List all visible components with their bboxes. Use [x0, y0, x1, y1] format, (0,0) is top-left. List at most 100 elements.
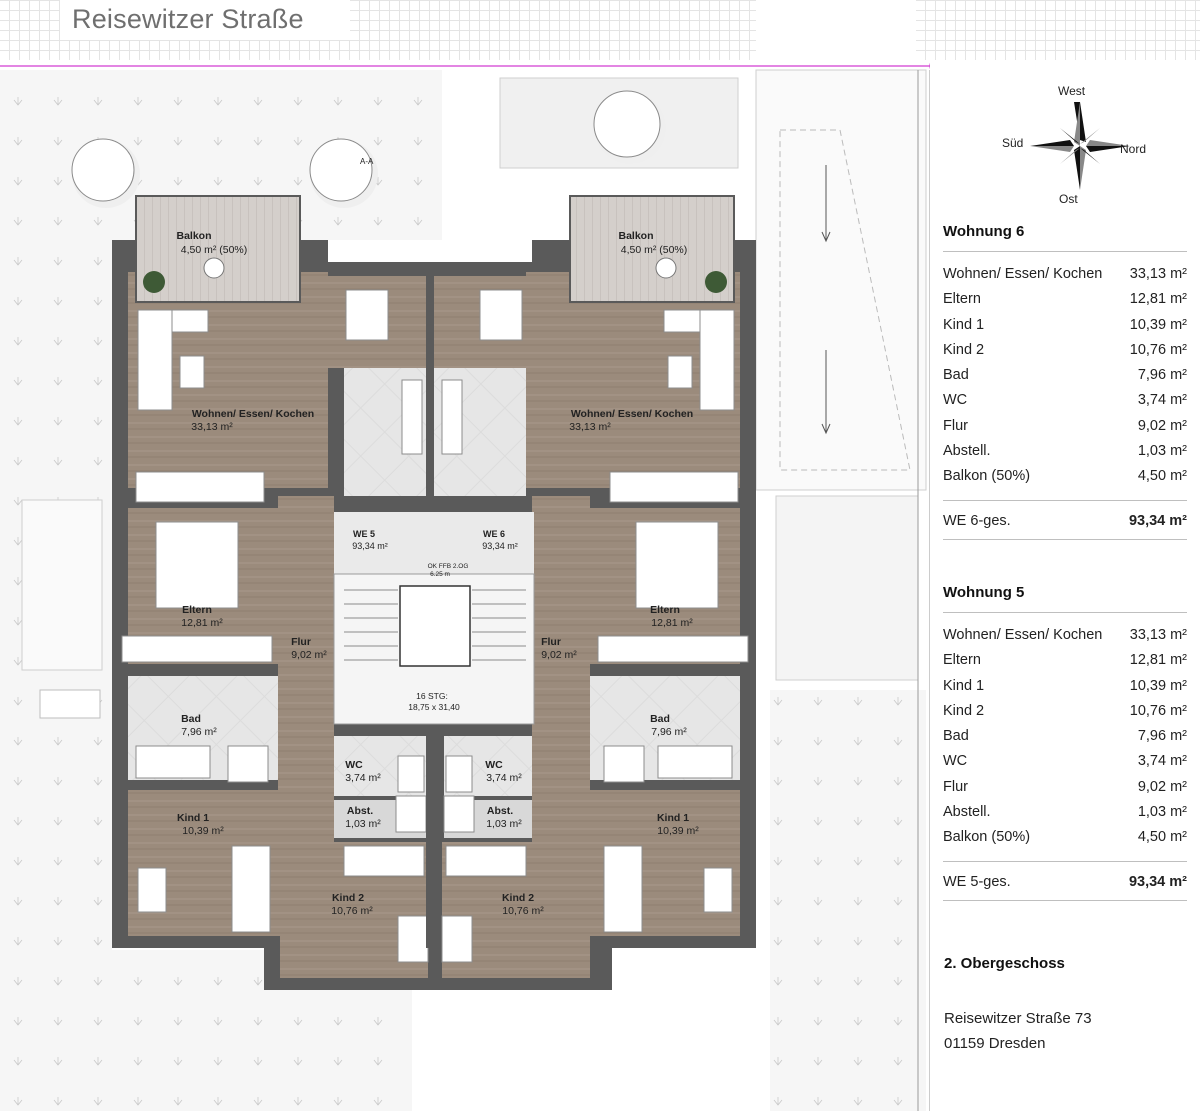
label-we6: WE 6: [483, 529, 505, 539]
landing: [334, 512, 534, 574]
label-eltern-right: Eltern: [650, 604, 680, 616]
terrace-right: [775, 495, 919, 681]
divider: [943, 899, 1187, 901]
label-we5: WE 5: [353, 529, 375, 539]
legend-title-wohnung-5: Wohnung 5: [943, 584, 1025, 601]
label-level-value: 6.25 m: [430, 571, 450, 578]
tree-3: [593, 90, 666, 164]
label-kind2-left: Kind 2: [332, 892, 364, 904]
parking-outline: [779, 129, 911, 471]
label-living-right-area: 33,13 m²: [569, 421, 611, 433]
compass-west: West: [1058, 84, 1086, 98]
label-living-left-area: 33,13 m²: [191, 421, 233, 433]
plant-right: [705, 271, 727, 293]
label-balkon-right-area: 4,50 m² (50%): [621, 244, 688, 256]
bench: [39, 689, 101, 719]
driveway: [755, 69, 927, 491]
address-city: 01159 Dresden: [944, 1035, 1046, 1052]
label-level-marker: OK FFB 2.OG: [428, 563, 469, 570]
floor-plan: A-A: [0, 62, 930, 1111]
total-row-wohnung-6: WE 6-ges.93,34: [943, 513, 1187, 529]
label-we5-area: 93,34 m²: [352, 541, 388, 551]
elevator: [399, 585, 471, 667]
tree-2: [309, 138, 378, 208]
terrace-left: [21, 499, 103, 671]
area-row: Abstell.1,03: [943, 800, 1187, 825]
label-kind1-right: Kind 1: [657, 812, 689, 824]
label-flur-left-area: 9,02 m²: [291, 649, 327, 661]
label-flur-left: Flur: [291, 636, 311, 648]
label-bad-right: Bad: [650, 713, 670, 725]
divider: [943, 538, 1187, 540]
label-kind2-left-area: 10,76 m²: [331, 905, 373, 917]
label-balkon-left: Balkon: [176, 230, 211, 242]
garden-right: [770, 690, 926, 1111]
label-eltern-left-area: 12,81 m²: [181, 617, 223, 629]
label-we6-area: 93,34 m²: [482, 541, 518, 551]
label-wc-left-area: 3,74 m²: [345, 772, 381, 784]
label-bad-left: Bad: [181, 713, 201, 725]
label-bad-right-area: 7,96 m²: [651, 726, 687, 738]
section-mark: A-A: [360, 157, 374, 166]
label-kind1-right-area: 10,39 m²: [657, 825, 699, 837]
label-kind2-right-area: 10,76 m²: [502, 905, 544, 917]
area-row: Balkon (50%)4,50: [943, 464, 1187, 489]
label-flur-right-area: 9,02 m²: [541, 649, 577, 661]
legend-title-wohnung-6: Wohnung 6: [943, 223, 1025, 240]
label-bad-left-area: 7,96 m²: [181, 726, 217, 738]
street-hatch-right: [916, 0, 1200, 60]
label-balkon-right: Balkon: [618, 230, 653, 242]
compass-rose-icon: [1030, 102, 1130, 190]
label-kind2-right: Kind 2: [502, 892, 534, 904]
label-flur-right: Flur: [541, 636, 561, 648]
address: Reisewitzer Straße 73 01159 Dresden: [944, 1006, 1092, 1056]
label-abst-right-area: 1,03 m²: [486, 818, 522, 830]
compass-south: Süd: [1002, 136, 1024, 150]
address-street: Reisewitzer Straße 73: [944, 1010, 1092, 1027]
divider: [943, 251, 1187, 252]
label-living-left: Wohnen/ Essen/ Kochen: [192, 408, 314, 420]
compass-north: Nord: [1120, 142, 1147, 156]
label-abst-right: Abst.: [487, 805, 513, 817]
floor-label: 2. Obergeschoss: [944, 955, 1065, 972]
arrow-1-head: [821, 231, 831, 243]
label-living-right: Wohnen/ Essen/ Kochen: [571, 408, 693, 420]
label-wc-left: WC: [345, 759, 363, 771]
street-title-bg: [60, 0, 350, 40]
street-title: Reisewitzer Straße: [72, 4, 304, 34]
label-kind1-left: Kind 1: [177, 812, 209, 824]
arrow-2-head: [821, 423, 831, 435]
compass: West Ost Süd Nord: [1000, 84, 1160, 208]
total-row-wohnung-5: WE 5-ges.93,34: [943, 874, 1187, 890]
divider: [943, 612, 1187, 613]
tree-1: [71, 138, 140, 208]
plant-left: [143, 271, 165, 293]
label-wc-right-area: 3,74 m²: [486, 772, 522, 784]
compass-east: Ost: [1059, 192, 1078, 206]
label-abst-left-area: 1,03 m²: [345, 818, 381, 830]
info-panel: [930, 70, 1200, 1110]
divider: [943, 860, 1187, 862]
divider: [943, 499, 1187, 501]
label-wc-right: WC: [485, 759, 503, 771]
label-balkon-left-area: 4,50 m² (50%): [181, 244, 248, 256]
label-eltern-left: Eltern: [182, 604, 212, 616]
label-abst-left: Abst.: [347, 805, 373, 817]
label-kind1-left-area: 10,39 m²: [182, 825, 224, 837]
